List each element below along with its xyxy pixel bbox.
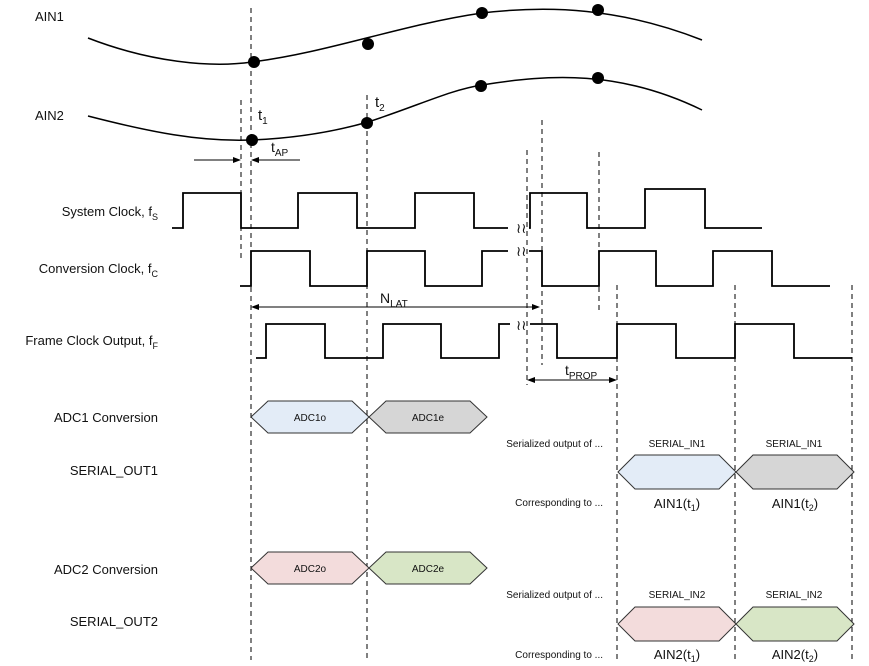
serial-out2-block-2	[735, 606, 855, 642]
corresponding-note: Corresponding to ...	[515, 498, 603, 509]
adc2-conversion-label: ADC2 Conversion	[54, 562, 158, 577]
system-clock-waveform-cont	[529, 188, 762, 229]
ain2-sample-point	[475, 80, 487, 92]
system-clock-waveform	[172, 192, 508, 229]
serial-out1-ref-1: AIN1(t1)	[654, 496, 700, 513]
adc1-conversion-label: ADC1 Conversion	[54, 410, 158, 425]
arrowhead	[609, 377, 617, 383]
serial-in1-title: SERIAL_IN1	[766, 439, 823, 450]
conversion-clock-waveform-cont	[529, 250, 830, 287]
arrowhead	[251, 157, 259, 163]
nlat-label: NLAT	[380, 290, 408, 310]
serial-in2-title: SERIAL_IN2	[649, 590, 706, 601]
serialized-output-note: Serialized output of ...	[506, 590, 603, 601]
t2-label: t2	[375, 94, 385, 114]
corresponding-note: Corresponding to ...	[515, 650, 603, 661]
frame-clock-waveform	[256, 323, 510, 359]
ain2-sample-point	[592, 72, 604, 84]
serial-in2-title: SERIAL_IN2	[766, 590, 823, 601]
serial-out2-label: SERIAL_OUT2	[70, 614, 158, 629]
arrowhead	[233, 157, 241, 163]
frame-clock-waveform-cont	[530, 323, 852, 359]
tprop-label: tPROP	[565, 362, 598, 382]
arrowhead	[251, 304, 259, 310]
ain2-label: AIN2	[35, 108, 64, 123]
break-mark: ≀≀	[516, 220, 527, 236]
serial-in1-title: SERIAL_IN1	[649, 439, 706, 450]
ain2-sample-point	[361, 117, 373, 129]
adc2-odd-text: ADC2o	[294, 564, 327, 575]
adc1-even-text: ADC1e	[412, 413, 445, 424]
adc1-even-block	[368, 400, 488, 434]
ain1-sample-point	[362, 38, 374, 50]
ain2-waveform	[87, 76, 703, 142]
ain1-sample-point	[248, 56, 260, 68]
arrowhead	[527, 377, 535, 383]
adc2-even-block	[368, 551, 488, 585]
ain1-label: AIN1	[35, 9, 64, 24]
serial-out1-block-1	[617, 454, 737, 490]
frame-clock-label: Frame Clock Output, fF	[25, 333, 158, 351]
serial-out1-block-2	[735, 454, 855, 490]
serial-out2-ref-1: AIN2(t1)	[654, 647, 700, 664]
break-mark: ≀≀	[516, 243, 527, 259]
conversion-clock-waveform	[240, 250, 508, 287]
adc1-odd-text: ADC1o	[294, 413, 327, 424]
adc2-even-text: ADC2e	[412, 564, 445, 575]
system-clock-label: System Clock, fS	[62, 204, 158, 222]
serial-out2-block-1	[617, 606, 737, 642]
ain1-waveform	[87, 8, 703, 65]
serial-out1-ref-2: AIN1(t2)	[772, 496, 818, 513]
ain2-sample-point	[246, 134, 258, 146]
break-mark: ≀≀	[516, 317, 527, 333]
t1-label: t1	[258, 107, 268, 127]
serial-out1-label: SERIAL_OUT1	[70, 463, 158, 478]
conversion-clock-label: Conversion Clock, fC	[39, 261, 159, 279]
serial-out2-ref-2: AIN2(t2)	[772, 647, 818, 664]
ain1-sample-point	[592, 4, 604, 16]
arrowhead	[532, 304, 540, 310]
serialized-output-note: Serialized output of ...	[506, 439, 603, 450]
ain1-sample-point	[476, 7, 488, 19]
tap-label: tAP	[271, 139, 289, 159]
